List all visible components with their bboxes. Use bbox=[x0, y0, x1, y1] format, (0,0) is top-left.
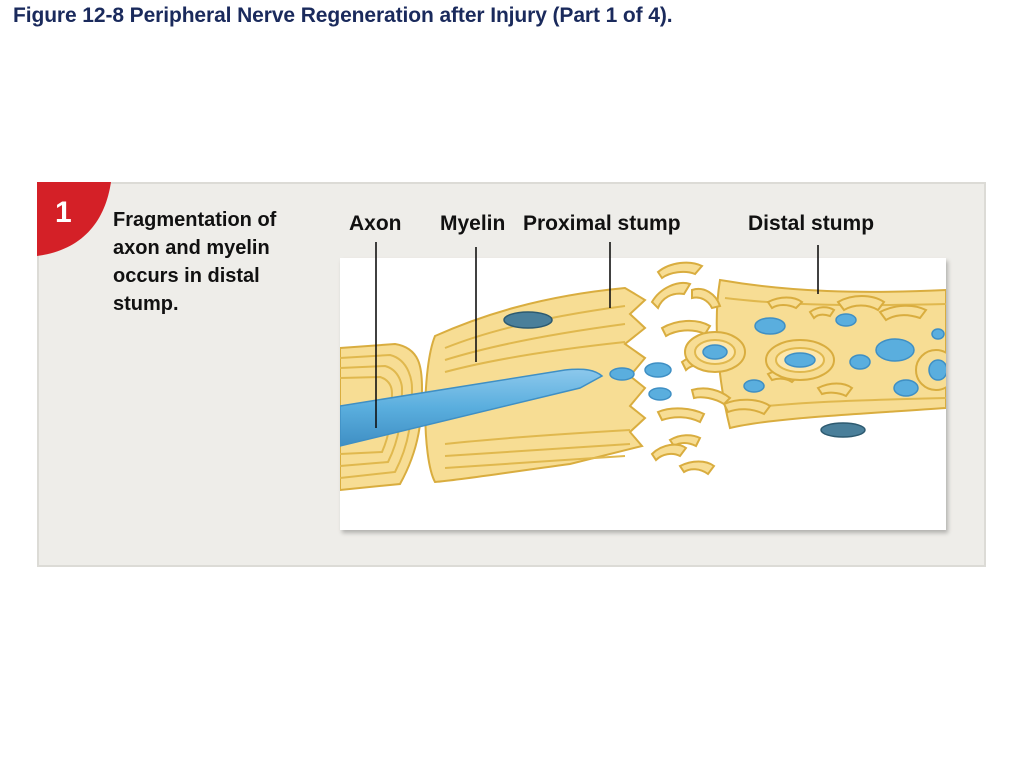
myelin-fragments bbox=[650, 261, 928, 476]
axon-fragments bbox=[609, 313, 945, 401]
label-proximal-stump: Proximal stump bbox=[523, 212, 681, 235]
caption-line: axon and myelin bbox=[113, 237, 270, 259]
label-axon: Axon bbox=[349, 212, 402, 235]
step-badge bbox=[37, 182, 111, 256]
step-number: 1 bbox=[55, 196, 72, 229]
label-myelin: Myelin bbox=[440, 212, 506, 235]
step-caption: Fragmentation of axon and myelin occurs … bbox=[113, 206, 318, 318]
label-distal-stump: Distal stump bbox=[748, 212, 875, 235]
nerve-drawing bbox=[339, 261, 957, 492]
slide-title: Figure 12-8 Peripheral Nerve Regeneratio… bbox=[13, 4, 673, 27]
caption-line: stump. bbox=[113, 293, 179, 315]
nerve-illustration bbox=[339, 258, 957, 530]
axon bbox=[339, 368, 604, 447]
caption-line: occurs in distal bbox=[113, 265, 260, 287]
caption-line: Fragmentation of bbox=[113, 209, 277, 231]
